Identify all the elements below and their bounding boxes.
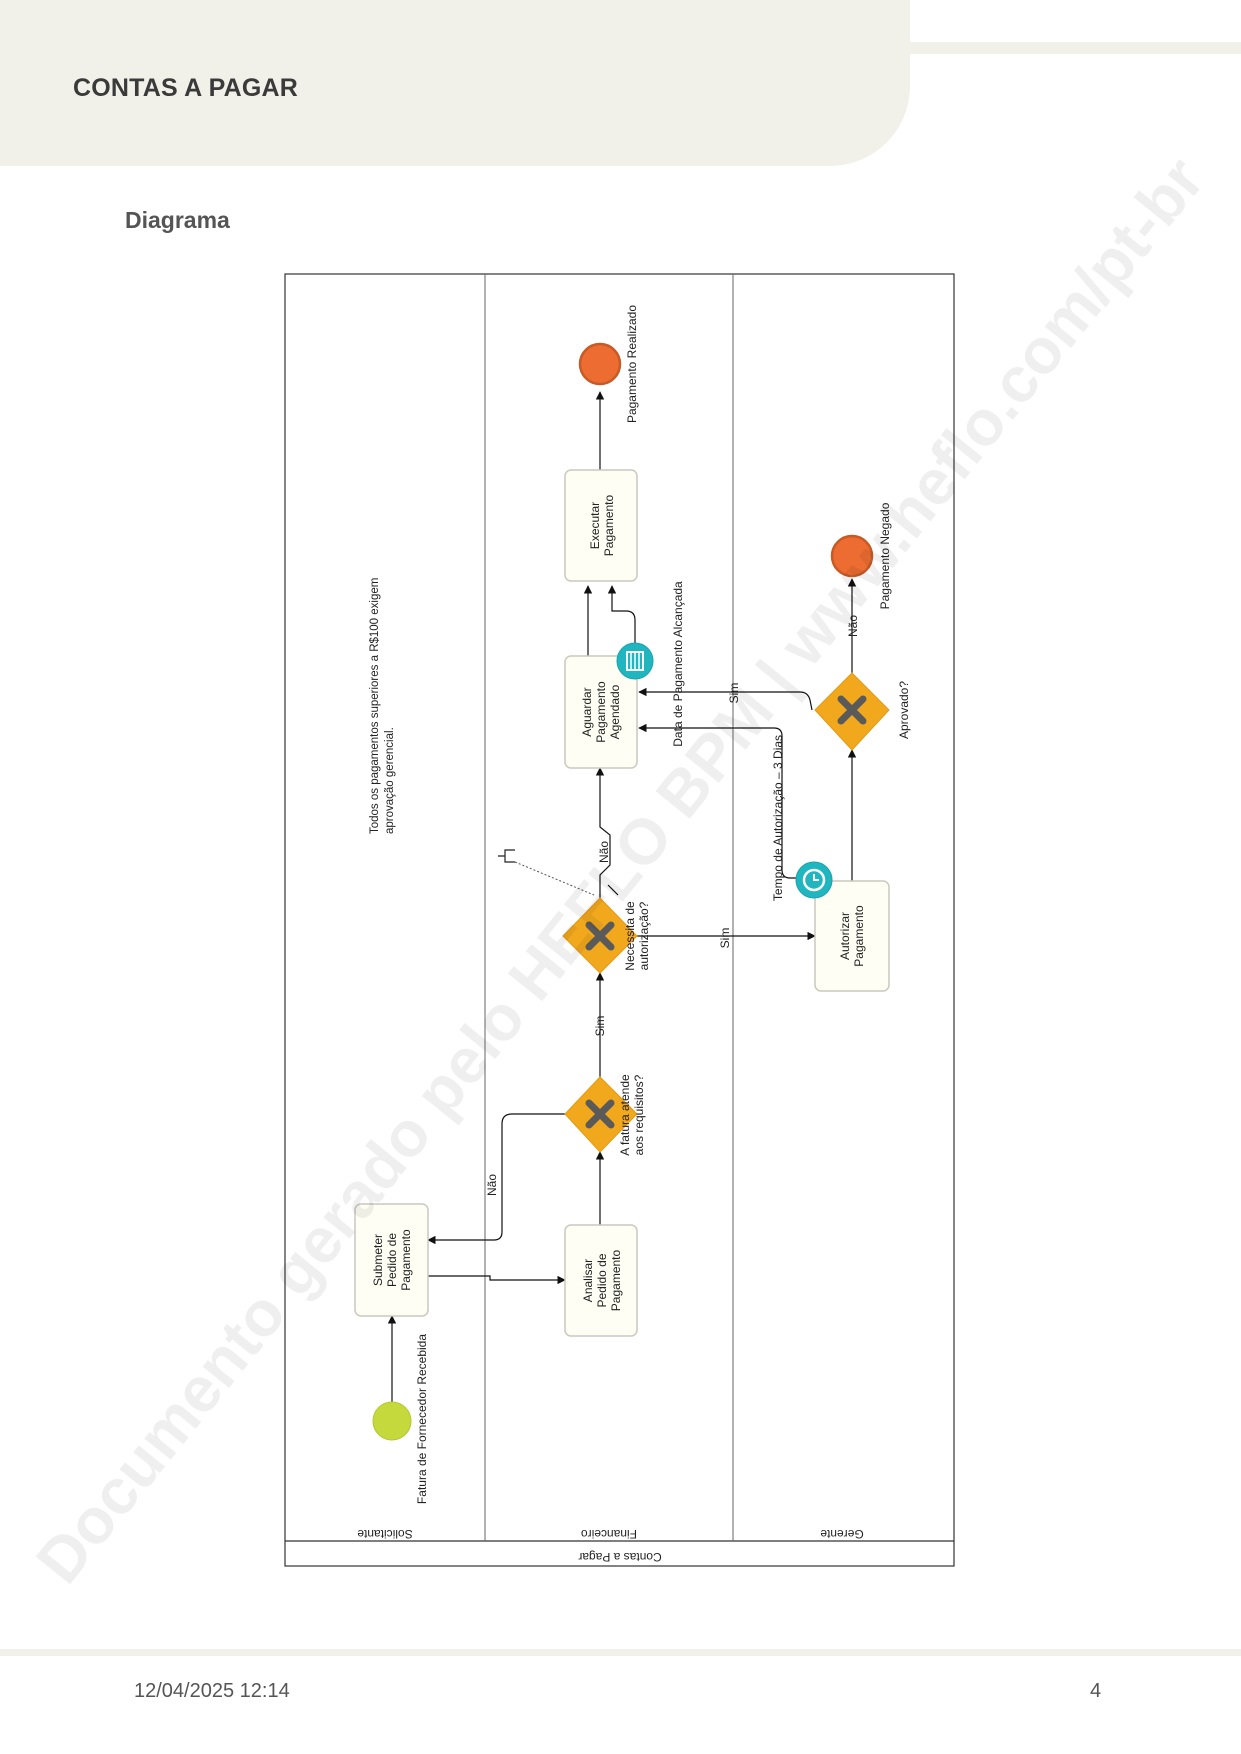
timer-auth-label: Tempo de Autorização – 3 Dias bbox=[771, 735, 785, 901]
flow-label-nao-autorizacao: Não bbox=[597, 841, 611, 863]
task-autorizar-label-box: Autorizar Pagamento bbox=[838, 905, 866, 967]
lane-label-solicitante: Solicitante bbox=[357, 1527, 413, 1541]
flow-label-nao-requisitos: Não bbox=[485, 1174, 499, 1196]
calendar-lines bbox=[630, 652, 640, 670]
end-negado-label: Pagamento Negado bbox=[878, 502, 892, 609]
task-submeter-box bbox=[354, 1203, 429, 1317]
task-aguardar-box bbox=[564, 655, 638, 769]
flow-timer-to-executar bbox=[607, 585, 636, 643]
header-background bbox=[0, 0, 910, 166]
start-event[interactable] bbox=[372, 1401, 412, 1441]
pool-border bbox=[284, 273, 955, 1567]
gateway-autorizacao[interactable] bbox=[562, 897, 638, 974]
task-analisar-box bbox=[564, 1224, 638, 1337]
flow-label-sim-aprovado: Sim bbox=[727, 683, 741, 704]
end-realizado-label: Pagamento Realizado bbox=[625, 305, 639, 423]
pool-label: Contas a Pagar bbox=[578, 1550, 661, 1564]
section-title: Diagrama bbox=[125, 207, 230, 233]
flow-nao-autorizacao bbox=[595, 767, 611, 898]
end-event-negado[interactable] bbox=[830, 534, 874, 578]
task-executar[interactable]: Executar Pagamento bbox=[564, 469, 638, 582]
gateway-requisitos[interactable] bbox=[564, 1076, 638, 1153]
gateway-x-icon bbox=[585, 1099, 615, 1129]
page-number: 4 bbox=[1090, 1680, 1102, 1702]
end-event-realizado[interactable] bbox=[578, 342, 622, 386]
start-event-label: Fatura de Fornecedor Recebida bbox=[415, 1334, 429, 1504]
gateway-x-icon bbox=[837, 695, 867, 725]
gateway-x-icon bbox=[585, 921, 615, 951]
annotation-text: Todos os pagamentos superiores a R$100 e… bbox=[369, 577, 396, 834]
flow-label-nao-aprovado: Não bbox=[846, 615, 860, 637]
task-aguardar[interactable]: Aguardar Pagamento Agendado bbox=[564, 655, 638, 769]
task-executar-label: Executar Pagamento bbox=[587, 494, 616, 557]
task-analisar-label-box: Analisar Pedido de Pagamento bbox=[580, 1249, 623, 1312]
clock-icon bbox=[802, 868, 826, 892]
task-analisar-label: Analisar Pedido de Pagamento bbox=[580, 1249, 623, 1312]
task-executar-box bbox=[564, 469, 638, 582]
flow-sim-aprovado bbox=[638, 687, 813, 711]
task-autorizar-label: Autorizar Pagamento bbox=[838, 905, 866, 967]
timer-event-auth[interactable] bbox=[795, 861, 833, 899]
annotation-bracket bbox=[498, 849, 515, 863]
lane-label-gerente: Gerente bbox=[820, 1527, 864, 1541]
task-submeter[interactable]: Submeter Pedido de Pagamento bbox=[354, 1203, 429, 1317]
sequence-flows bbox=[387, 391, 857, 1402]
flow-submeter-to-analisar bbox=[428, 1275, 566, 1285]
footer-datetime: 12/04/2025 12:14 bbox=[134, 1680, 290, 1702]
clock-hands bbox=[813, 874, 819, 881]
annotation-text-box: Todos os pagamentos superiores a R$100 e… bbox=[369, 577, 396, 834]
task-executar-label-box: Executar Pagamento bbox=[587, 494, 616, 557]
document-title: CONTAS A PAGAR bbox=[73, 74, 299, 102]
task-autorizar-box bbox=[814, 880, 890, 992]
flow-label-sim-requisitos: Sim bbox=[593, 1016, 607, 1037]
header-strip bbox=[910, 42, 1241, 54]
footer-divider bbox=[0, 1649, 1241, 1656]
timer-event-date[interactable] bbox=[616, 642, 654, 680]
default-flow-marker bbox=[607, 884, 619, 896]
task-analisar[interactable]: Analisar Pedido de Pagamento bbox=[564, 1224, 638, 1337]
lane-label-financeiro: Financeiro bbox=[581, 1527, 637, 1541]
gateway-aprovado-label: Aprovado? bbox=[897, 681, 911, 739]
gateway-requisitos-label: A fatura atende aos requisitos? bbox=[618, 1074, 646, 1156]
task-autorizar[interactable]: Autorizar Pagamento bbox=[814, 880, 890, 992]
gateway-requisitos-label-box: A fatura atende aos requisitos? bbox=[618, 1074, 646, 1156]
timer-date-label: Data de Pagamento Alcançada bbox=[671, 581, 685, 747]
flow-label-sim-autorizacao: Sim bbox=[718, 928, 732, 949]
flow-timer-auth-to-aguardar bbox=[638, 723, 814, 879]
gateway-aprovado[interactable] bbox=[814, 672, 890, 751]
flow-nao-requisitos bbox=[427, 1113, 565, 1245]
